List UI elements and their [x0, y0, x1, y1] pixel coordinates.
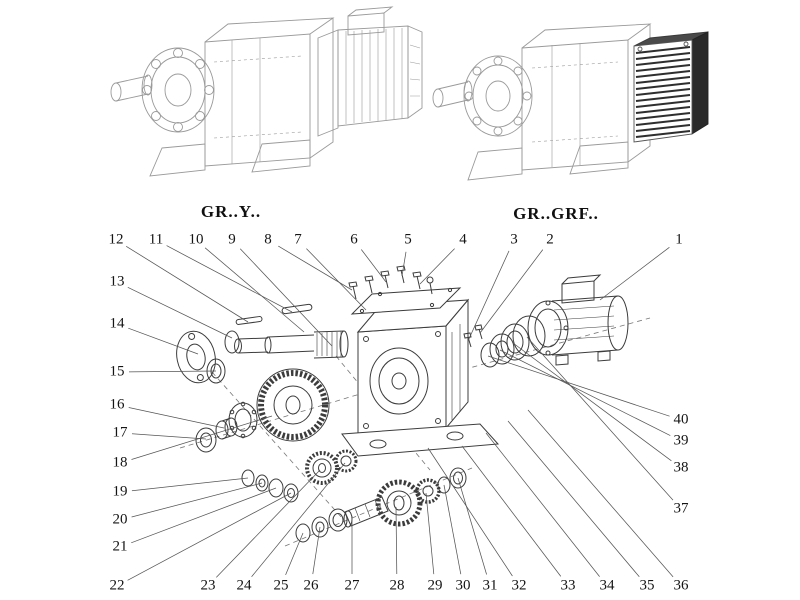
title-gr-grf: GR..GRF..	[513, 204, 599, 223]
leader-line-28	[395, 506, 398, 575]
spacer-sleeve	[215, 417, 238, 440]
gearbox-housing	[341, 298, 500, 457]
finned-motor-block-drawing	[633, 31, 709, 143]
leader-line-33	[461, 445, 562, 577]
mounting-feet-drawing	[149, 139, 311, 177]
intermediate-gear-assembly	[195, 368, 330, 453]
leader-line-30	[443, 484, 462, 575]
leader-line-36	[527, 409, 674, 578]
leader-line-13	[127, 286, 233, 339]
ball-bearing	[228, 402, 258, 438]
leader-line-4	[419, 248, 455, 285]
cover-bolts	[348, 265, 434, 300]
shaft-seal	[224, 330, 240, 354]
front-cover-drawing	[463, 55, 533, 137]
leader-lines-layer	[126, 245, 674, 581]
input-shaft-assembly	[176, 303, 349, 384]
gear-pair	[305, 449, 358, 485]
gearmotor-drawing-gr-y	[110, 6, 423, 177]
leader-line-14	[128, 327, 199, 355]
leader-line-40	[487, 355, 670, 417]
leader-line-8	[278, 245, 353, 291]
gearmotor-drawing-gr-grf	[432, 23, 709, 181]
washer-row	[241, 469, 299, 503]
leader-line-15	[128, 370, 217, 373]
leader-line-6	[361, 249, 387, 283]
leader-line-38	[512, 342, 672, 462]
title-gr-y: GR..Y..	[200, 202, 262, 221]
leader-line-37	[526, 336, 674, 501]
motor-drawing	[317, 6, 423, 137]
front-cover-drawing	[141, 47, 215, 133]
mounting-feet-drawing	[467, 141, 629, 181]
leader-line-32	[427, 447, 513, 577]
exploded-view-drawing	[176, 265, 651, 547]
leader-line-24	[251, 462, 346, 577]
output-shaft-drawing	[432, 80, 473, 108]
leader-line-5	[401, 251, 407, 277]
leader-line-16	[128, 407, 225, 429]
electric-motor	[527, 274, 629, 366]
leader-line-9	[239, 248, 333, 347]
leader-line-29	[425, 492, 435, 575]
small-bearing	[195, 427, 217, 453]
leader-line-20	[131, 482, 263, 518]
leader-line-7	[306, 248, 367, 311]
leader-line-10	[204, 247, 305, 333]
leader-line-34	[485, 432, 600, 577]
gear-housing-drawing	[521, 23, 652, 171]
leader-line-25	[285, 532, 304, 576]
housing-cover-plate	[350, 287, 462, 315]
leader-line-22	[127, 492, 292, 581]
leader-line-11	[166, 245, 293, 313]
leader-line-18	[131, 415, 273, 460]
leader-line-19	[131, 477, 249, 492]
leader-line-2	[479, 249, 544, 334]
leader-line-35	[507, 420, 640, 578]
leader-line-3	[467, 250, 510, 342]
leader-line-26	[312, 526, 321, 575]
leader-line-23	[216, 469, 321, 578]
leader-line-12	[126, 245, 249, 323]
motor-flange-parts	[463, 315, 546, 368]
oval-bearing-cover	[176, 330, 216, 384]
output-shaft-assembly	[295, 467, 467, 543]
leader-line-21	[131, 487, 277, 544]
output-shaft-drawing	[110, 74, 153, 102]
shaft-key-large	[281, 303, 313, 315]
leader-line-17	[131, 433, 207, 440]
leader-line-31	[457, 477, 487, 575]
leader-line-1	[599, 247, 670, 301]
shaft-key-small	[235, 316, 263, 325]
leader-line-39	[499, 349, 671, 436]
